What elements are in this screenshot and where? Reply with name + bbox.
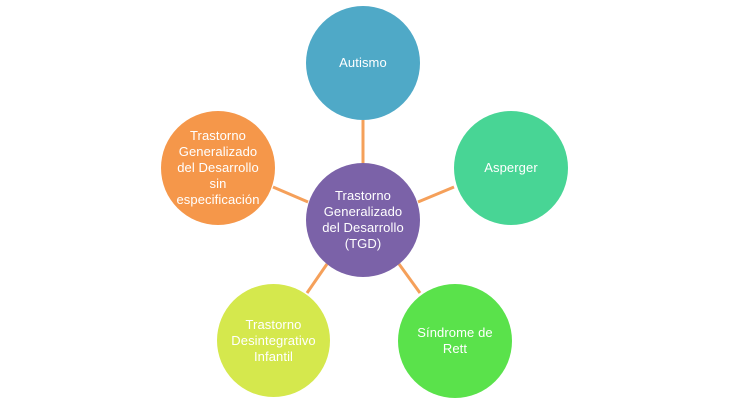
- connector-tgdne: [272, 185, 309, 204]
- node-sindrome-de-rett: Síndrome de Rett: [398, 284, 512, 398]
- node-autismo: Autismo: [306, 6, 420, 120]
- connector-asperger: [417, 185, 455, 204]
- node-trastorno-desintegrativo-infantil-label: Trastorno Desintegrativo Infantil: [231, 316, 316, 364]
- node-center-tgd: Trastorno Generalizado del Desarrollo (T…: [306, 163, 420, 277]
- node-center-tgd-label: Trastorno Generalizado del Desarrollo (T…: [322, 188, 404, 251]
- connector-rett: [397, 263, 422, 294]
- node-tgd-sin-especificacion-label: Trastorno Generalizado del Desarrollo si…: [176, 128, 260, 207]
- node-asperger: Asperger: [454, 111, 568, 225]
- node-asperger-label: Asperger: [484, 160, 538, 175]
- node-autismo-label: Autismo: [339, 55, 387, 70]
- node-trastorno-desintegrativo-infantil: Trastorno Desintegrativo Infantil: [217, 284, 330, 397]
- connector-desintegrativo: [305, 263, 329, 294]
- node-tgd-sin-especificacion: Trastorno Generalizado del Desarrollo si…: [161, 111, 275, 225]
- node-sindrome-de-rett-label: Síndrome de Rett: [417, 325, 493, 356]
